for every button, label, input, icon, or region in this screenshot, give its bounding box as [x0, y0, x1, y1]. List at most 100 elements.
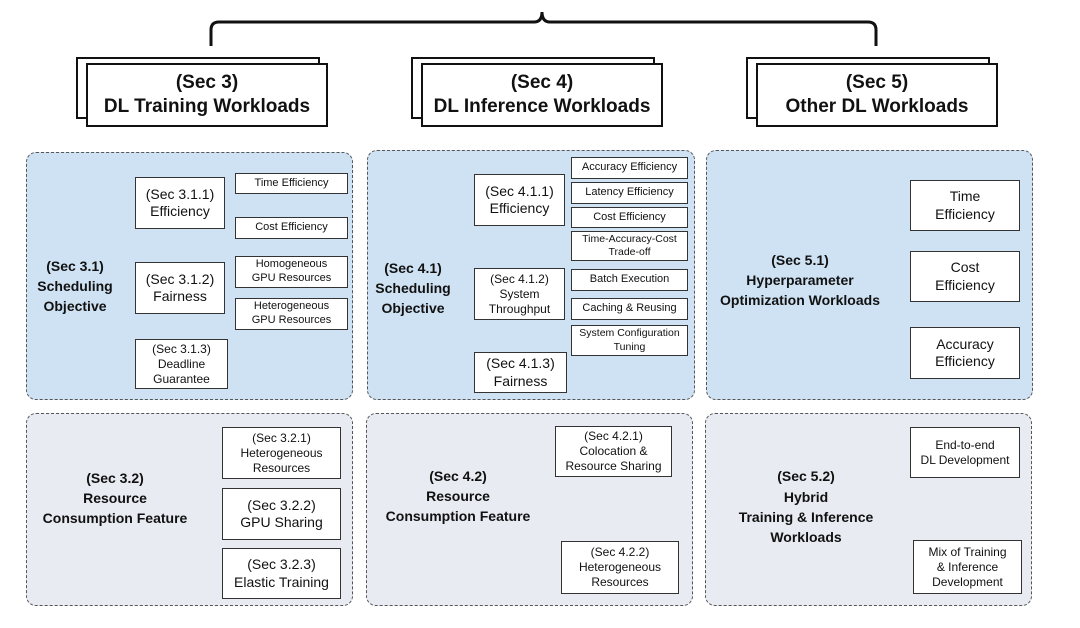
box-heterogeneous-gpu-line2: GPU Resources: [251, 314, 332, 326]
box-time-efficiency-text: Time Efficiency: [254, 176, 329, 189]
label-sec-4-2: (Sec 4.2) Resource Consumption Feature: [372, 464, 544, 528]
box-batch-execution-text: Batch Execution: [589, 273, 670, 286]
label-sec-3-2-line3: Consumption Feature: [42, 510, 188, 527]
label-sec-4-1: (Sec 4.1) Scheduling Objective: [372, 250, 454, 326]
header-sec3: (Sec 3) DL Training Workloads: [86, 63, 328, 127]
box-hpo-accuracy-line1: Accuracy: [936, 335, 994, 352]
header-sec4-title: DL Inference Workloads: [433, 96, 651, 117]
box-sec-3-1-1-efficiency: (Sec 3.1.1) Efficiency: [135, 177, 225, 229]
box-homogeneous-gpu: Homogeneous GPU Resources: [235, 256, 348, 288]
label-sec-5-1: (Sec 5.1) Hyperparameter Optimization Wo…: [708, 248, 892, 312]
box-mix-line1: Mix of Training: [928, 544, 1007, 559]
box-sec-4-2-2-number: (Sec 4.2.2): [590, 545, 650, 559]
box-time-accuracy-cost-line1: Time-Accuracy-Cost: [582, 232, 677, 245]
box-sec-3-2-3-number: (Sec 3.2.3): [247, 556, 316, 572]
box-sec-4-1-2-number: (Sec 4.1.2): [490, 271, 549, 286]
label-sec-3-1-line2: Scheduling: [37, 277, 113, 294]
box-heterogeneous-gpu-line1: Heterogeneous: [253, 300, 330, 313]
box-system-configuration-line2: Tuning: [613, 340, 646, 353]
box-homogeneous-gpu-line2: GPU Resources: [251, 272, 332, 284]
box-heterogeneous-gpu: Heterogeneous GPU Resources: [235, 298, 348, 330]
box-sec-3-2-1-line1: Heterogeneous: [240, 445, 323, 460]
box-sec-3-2-1-line2: Resources: [252, 460, 311, 475]
label-sec-5-1-number: (Sec 5.1): [771, 251, 829, 268]
box-system-configuration: System Configuration Tuning: [571, 325, 688, 356]
box-sec-3-1-2-number: (Sec 3.1.2): [145, 270, 215, 287]
box-sec-4-2-2-line2: Resources: [591, 575, 649, 589]
box-sec-3-2-3-elastic: (Sec 3.2.3) Elastic Training: [222, 548, 341, 599]
box-sec-4-1-2-line1: System: [499, 286, 540, 301]
box-hpo-cost-efficiency: Cost Efficiency: [910, 251, 1020, 302]
box-accuracy-efficiency-text: Accuracy Efficiency: [581, 161, 678, 174]
box-sec-4-1-3-number: (Sec 4.1.3): [486, 355, 555, 371]
box-sec-4-2-1-line1: Colocation &: [579, 444, 648, 458]
box-inference-cost-efficiency: Cost Efficiency: [571, 207, 688, 228]
header-sec4: (Sec 4) DL Inference Workloads: [421, 63, 663, 127]
box-sec-3-2-1-heterogeneous: (Sec 3.2.1) Heterogeneous Resources: [222, 427, 341, 479]
box-sec-3-1-3-number: (Sec 3.1.3): [152, 341, 211, 356]
box-sec-4-1-1-name: Efficiency: [489, 200, 550, 216]
box-time-efficiency: Time Efficiency: [235, 173, 348, 194]
box-mix-line3: Development: [932, 574, 1003, 589]
box-sec-3-1-2-fairness: (Sec 3.1.2) Fairness: [135, 262, 225, 314]
box-sec-3-1-2-name: Fairness: [153, 288, 207, 304]
label-sec-3-2-line2: Resource: [83, 489, 147, 506]
box-cost-efficiency-text: Cost Efficiency: [255, 221, 328, 234]
label-sec-5-2-line3: Training & Inference: [738, 509, 874, 525]
box-hpo-time-line2: Efficiency: [935, 205, 995, 222]
header-sec5-title: Other DL Workloads: [785, 96, 969, 117]
box-sec-3-1-3-line1: Deadline: [157, 356, 206, 371]
box-caching-reusing: Caching & Reusing: [571, 298, 688, 320]
label-sec-5-2-line2: Hybrid: [783, 488, 829, 505]
label-sec-4-2-line2: Resource: [426, 487, 490, 504]
box-sec-4-2-2-line1: Heterogeneous: [578, 560, 662, 574]
header-sec5: (Sec 5) Other DL Workloads: [756, 63, 998, 127]
label-sec-3-2-number: (Sec 3.2): [86, 469, 144, 486]
box-inference-cost-efficiency-text: Cost Efficiency: [593, 210, 666, 223]
box-sec-4-1-2-throughput: (Sec 4.1.2) System Throughput: [474, 268, 565, 320]
box-mix-line2: & Inference: [936, 559, 999, 574]
box-time-accuracy-cost-line2: Trade-off: [608, 246, 651, 258]
box-sec-3-2-1-number: (Sec 3.2.1): [252, 430, 311, 445]
box-hpo-cost-line1: Cost: [950, 259, 980, 275]
label-sec-5-2-number: (Sec 5.2): [777, 468, 835, 485]
box-hpo-accuracy-efficiency: Accuracy Efficiency: [910, 327, 1020, 379]
box-time-accuracy-cost: Time-Accuracy-Cost Trade-off: [571, 231, 688, 261]
box-sec-3-2-2-gpu-sharing: (Sec 3.2.2) GPU Sharing: [222, 488, 341, 540]
box-latency-efficiency: Latency Efficiency: [571, 182, 688, 204]
label-sec-4-2-number: (Sec 4.2): [429, 467, 487, 484]
header-sec3-number: (Sec 3): [175, 72, 239, 94]
box-sec-3-2-2-name: GPU Sharing: [240, 514, 323, 530]
header-sec4-number: (Sec 4): [510, 72, 574, 94]
box-caching-reusing-text: Caching & Reusing: [582, 302, 677, 315]
box-hpo-time-line1: Time: [949, 188, 981, 204]
box-sec-4-2-1-colocation: (Sec 4.2.1) Colocation & Resource Sharin…: [555, 426, 672, 477]
label-sec-5-1-line3: Optimization Workloads: [720, 292, 880, 309]
box-end-to-end-development: End-to-end DL Development: [910, 427, 1020, 478]
box-latency-efficiency-text: Latency Efficiency: [585, 186, 674, 199]
label-sec-5-2-line4: Workloads: [770, 529, 842, 546]
box-sec-3-1-1-name: Efficiency: [150, 203, 210, 219]
box-end-to-end-line1: End-to-end: [935, 437, 995, 452]
box-hpo-time-efficiency: Time Efficiency: [910, 180, 1020, 231]
box-system-configuration-line1: System Configuration: [579, 327, 680, 340]
label-sec-3-1-line3: Objective: [43, 298, 107, 315]
label-sec-4-2-line3: Consumption Feature: [385, 508, 531, 525]
label-sec-4-1-line3: Objective: [381, 300, 445, 317]
box-sec-4-1-3-fairness: (Sec 4.1.3) Fairness: [474, 352, 567, 393]
box-hpo-accuracy-line2: Efficiency: [935, 353, 995, 369]
label-sec-5-1-line2: Hyperparameter: [746, 271, 854, 288]
label-sec-3-1: (Sec 3.1) Scheduling Objective: [34, 248, 116, 324]
box-sec-4-2-1-number: (Sec 4.2.1): [584, 429, 643, 443]
box-sec-3-1-1-number: (Sec 3.1.1): [145, 185, 215, 202]
box-sec-4-2-1-line2: Resource Sharing: [565, 459, 662, 473]
header-sec3-title: DL Training Workloads: [103, 96, 311, 117]
box-sec-4-1-2-line2: Throughput: [488, 301, 551, 316]
box-homogeneous-gpu-line1: Homogeneous: [255, 258, 328, 271]
box-accuracy-efficiency: Accuracy Efficiency: [571, 157, 688, 179]
box-sec-3-2-2-number: (Sec 3.2.2): [247, 496, 316, 513]
box-cost-efficiency: Cost Efficiency: [235, 217, 348, 239]
box-sec-4-1-1-efficiency: (Sec 4.1.1) Efficiency: [474, 174, 565, 226]
box-batch-execution: Batch Execution: [571, 269, 688, 291]
label-sec-3-1-number: (Sec 3.1): [46, 257, 104, 274]
